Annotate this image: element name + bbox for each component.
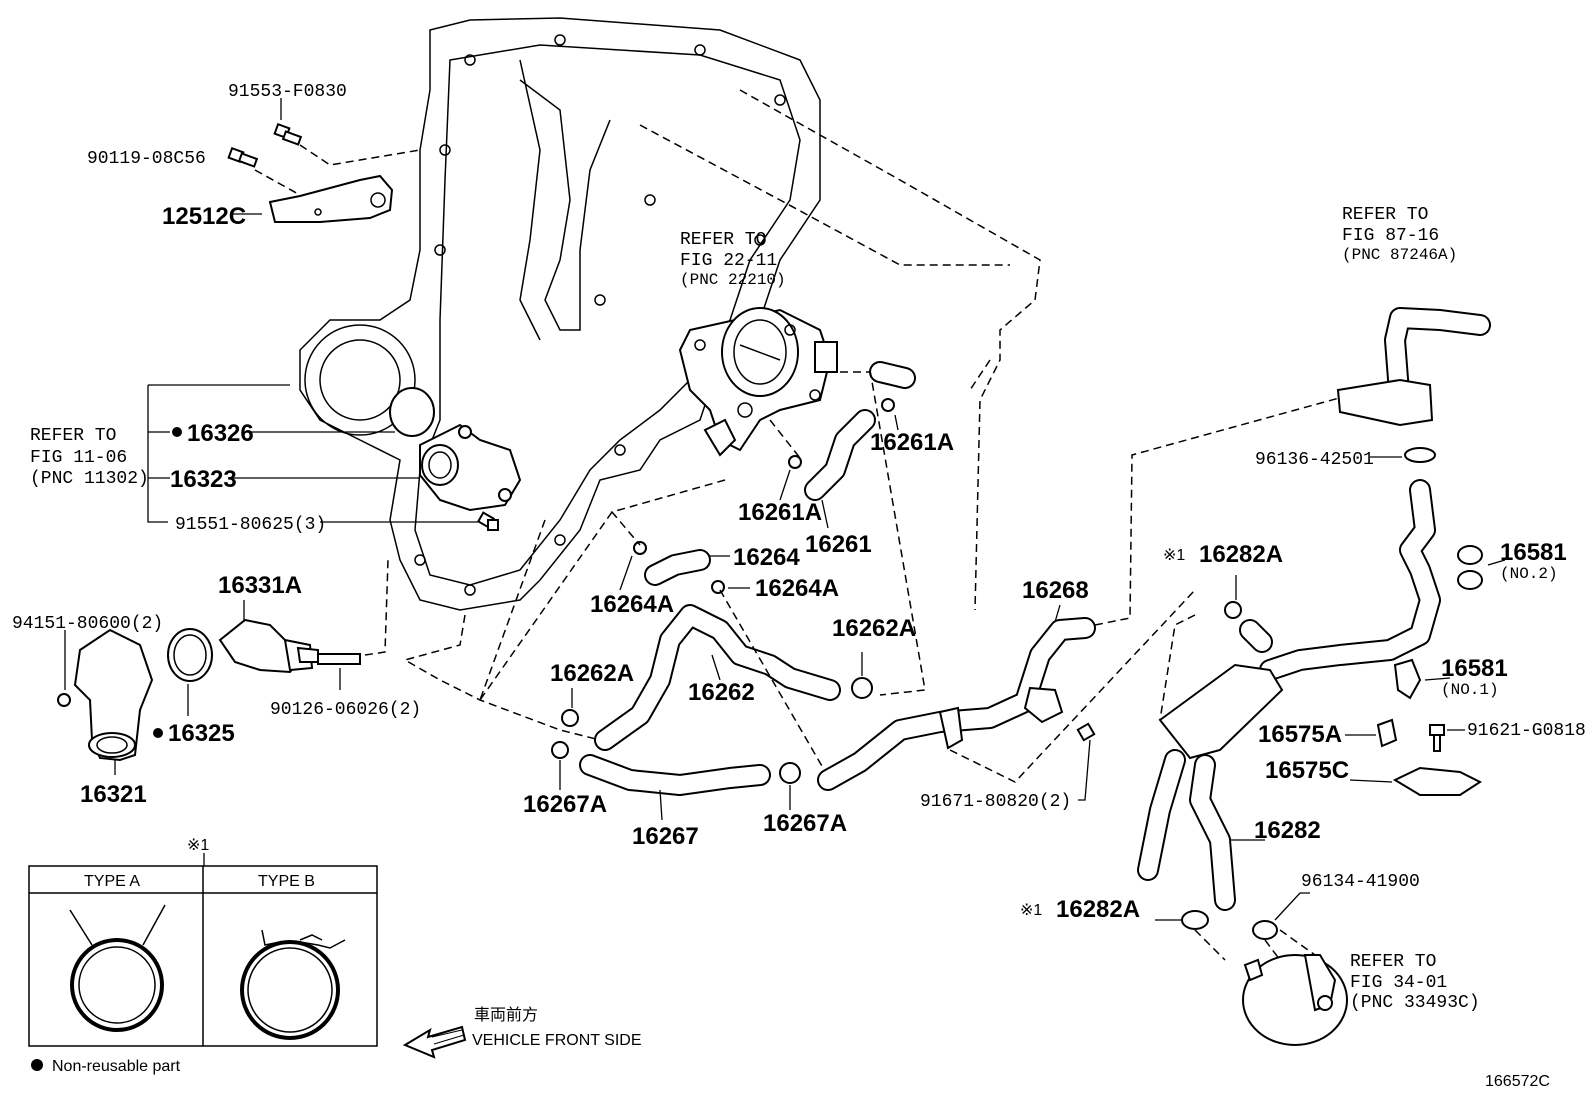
refer-fig-11-line2: FIG 11-06 (30, 448, 127, 468)
label-no1: (NO.1) (1441, 681, 1499, 699)
label-91553-F0830: 91553-F0830 (228, 82, 347, 102)
note-1-bottom: ※1 (1020, 902, 1042, 919)
label-91621-G0818: 91621-G0818 (1467, 721, 1586, 741)
refer-fig-34-line1: REFER TO (1350, 952, 1436, 972)
figure-id: 166572C (1485, 1073, 1550, 1090)
refer-fig-22-line3: (PNC 22210) (680, 271, 786, 289)
label-91551-80625: 91551-80625(3) (175, 515, 326, 535)
bracket-12512c-group (227, 98, 421, 223)
refer-fig-22-line2: FIG 22-11 (680, 251, 777, 271)
label-16575A: 16575A (1258, 721, 1342, 748)
label-16331A: 16331A (218, 572, 302, 599)
label-16282A-bottom: 16282A (1056, 896, 1140, 923)
label-16262A-left: 16262A (550, 660, 634, 687)
label-90126-06026: 90126-06026(2) (270, 700, 421, 720)
clamp-type-b-icon (240, 929, 346, 1040)
legend: Non-reusable part (31, 1058, 181, 1075)
labels: 91553-F0830 90119-08C56 12512C REFER TO … (12, 82, 1586, 1013)
refer-fig-34-line3: (PNC 33493C) (1350, 993, 1480, 1013)
clamp-type-a-icon (69, 904, 166, 1032)
label-96136-42501: 96136-42501 (1255, 450, 1374, 470)
refer-fig-11-line3: (PNC 11302) (30, 469, 149, 489)
label-16581-no2: 16581 (1500, 539, 1567, 566)
label-16264: 16264 (733, 544, 800, 571)
label-94151-80600: 94151-80600(2) (12, 614, 163, 634)
hoses-lower (551, 589, 873, 821)
water-inlet-thermostat-group (57, 559, 389, 775)
refer-fig-11-line1: REFER TO (30, 426, 116, 446)
label-16282: 16282 (1254, 817, 1321, 844)
pipes-16282 (1137, 307, 1506, 1046)
clamp-type-table: ※1 TYPE A TYPE B (28, 837, 378, 1047)
label-16261A-mid: 16261A (738, 499, 822, 526)
vehicle-front-indicator: 車両前方 VEHICLE FRONT SIDE (402, 1006, 642, 1059)
refer-fig-87-line1: REFER TO (1342, 205, 1428, 225)
label-16575C: 16575C (1265, 757, 1349, 784)
label-16321: 16321 (80, 781, 147, 808)
label-16267A-left: 16267A (523, 791, 607, 818)
front-label-jp: 車両前方 (474, 1006, 538, 1024)
front-label-en: VEHICLE FRONT SIDE (472, 1032, 642, 1049)
hoses-throttle (479, 361, 926, 701)
label-16261: 16261 (805, 531, 872, 558)
throttle-body (678, 307, 838, 457)
legend-non-reusable: Non-reusable part (52, 1058, 181, 1075)
water-inlet-housing (147, 384, 522, 531)
timing-cover-outline (299, 17, 821, 611)
label-16581-no1: 16581 (1441, 655, 1508, 682)
label-no2: (NO.2) (1500, 565, 1558, 583)
note-1-top: ※1 (1163, 547, 1185, 564)
label-16282A-top: 16282A (1199, 541, 1283, 568)
non-reusable-marker-icon (31, 1059, 43, 1071)
label-16268: 16268 (1022, 577, 1089, 604)
refer-fig-87-line3: (PNC 87246A) (1342, 246, 1457, 264)
refer-fig-22-line1: REFER TO (680, 230, 766, 250)
label-96134-41900: 96134-41900 (1301, 872, 1420, 892)
label-16267: 16267 (632, 823, 699, 850)
front-arrow-icon (402, 1025, 467, 1059)
label-16326: 16326 (187, 420, 254, 447)
label-16325: 16325 (168, 720, 235, 747)
label-12512C: 12512C (162, 203, 246, 230)
label-16262: 16262 (688, 679, 755, 706)
refer-fig-34-line2: FIG 34-01 (1350, 973, 1447, 993)
label-16323: 16323 (170, 466, 237, 493)
label-16267A-right: 16267A (763, 810, 847, 837)
type-b-header: TYPE B (258, 873, 315, 890)
label-16264A-left: 16264A (590, 591, 674, 618)
label-16262A-right: 16262A (832, 615, 916, 642)
type-a-header: TYPE A (84, 873, 140, 890)
label-16264A-right: 16264A (755, 575, 839, 602)
refer-fig-87-line2: FIG 87-16 (1342, 226, 1439, 246)
table-note-marker: ※1 (187, 837, 209, 854)
pipe-16268 (817, 394, 1351, 801)
engine-block-phantom (403, 89, 1041, 741)
label-91671-80820: 91671-80820(2) (920, 792, 1071, 812)
label-16261A-top: 16261A (870, 429, 954, 456)
label-90119-08C56: 90119-08C56 (87, 149, 206, 169)
